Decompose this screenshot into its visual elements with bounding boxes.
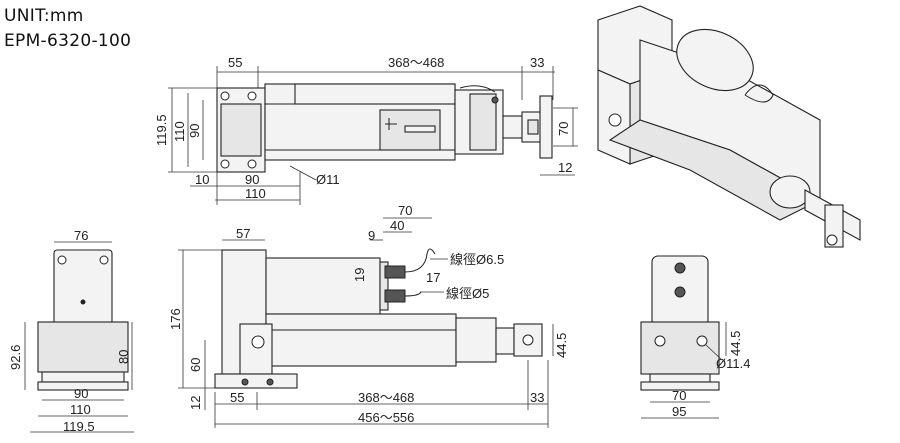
label-cable-6-5: 線徑Ø6.5 [450, 252, 504, 267]
dim-front-hole: Ø11.4 [716, 356, 750, 371]
dim-side-33: 33 [530, 390, 544, 405]
label-cable-5: 線徑Ø5 [446, 286, 489, 301]
dim-hole-11: Ø11 [316, 172, 340, 187]
dim-side-total: 456～556 [358, 410, 414, 425]
dim-flange-55: 55 [228, 55, 242, 70]
dim-stroke: 368～468 [388, 55, 444, 70]
dim-h-90: 90 [187, 124, 202, 138]
end-view: 76 92.6 80 90 110 119.5 [8, 228, 134, 434]
dim-side-55: 55 [230, 390, 244, 405]
dim-side-176: 176 [168, 308, 183, 330]
dim-side-17: 17 [426, 270, 440, 285]
dim-side-70: 70 [398, 203, 412, 218]
dim-side-12: 12 [188, 396, 203, 410]
dim-front-70: 70 [672, 388, 686, 403]
dim-rod-70: 70 [556, 122, 571, 136]
dim-end-90: 90 [74, 386, 88, 401]
dim-front-95: 95 [672, 404, 686, 419]
dim-right-12: 12 [558, 160, 572, 175]
dim-side-stroke: 368～468 [358, 390, 414, 405]
top-view: 55 368～468 33 [154, 55, 578, 205]
dim-h-110: 110 [172, 121, 187, 142]
dim-side-19: 19 [352, 268, 367, 282]
dim-end-80: 80 [116, 350, 131, 364]
isometric-view [597, 5, 861, 248]
side-view: 70 40 9 57 線徑Ø6.5 線徑Ø5 19 17 [168, 203, 569, 428]
front-view: 44.5 Ø11.4 70 95 [640, 255, 750, 419]
dim-bot-10: 10 [195, 172, 209, 187]
dim-side-60: 60 [188, 358, 203, 372]
dim-side-40: 40 [390, 218, 404, 233]
dim-side-44-5: 44.5 [554, 333, 569, 358]
dim-side-9: 9 [368, 228, 375, 243]
dim-bot-90: 90 [245, 172, 259, 187]
dim-end-76: 76 [74, 228, 88, 243]
dim-end-92-6: 92.6 [8, 345, 23, 370]
dim-front-44-5: 44.5 [728, 331, 743, 356]
dim-bot-110: 110 [245, 186, 266, 201]
dim-end-110: 110 [70, 402, 91, 417]
dim-end-119-5: 119.5 [63, 419, 95, 434]
model-label: EPM-6320-100 [4, 31, 132, 51]
dim-h-119-5: 119.5 [154, 114, 169, 146]
unit-label: UNIT:mm [4, 6, 84, 26]
dim-side-57: 57 [236, 226, 250, 241]
dim-end-33: 33 [530, 55, 544, 70]
